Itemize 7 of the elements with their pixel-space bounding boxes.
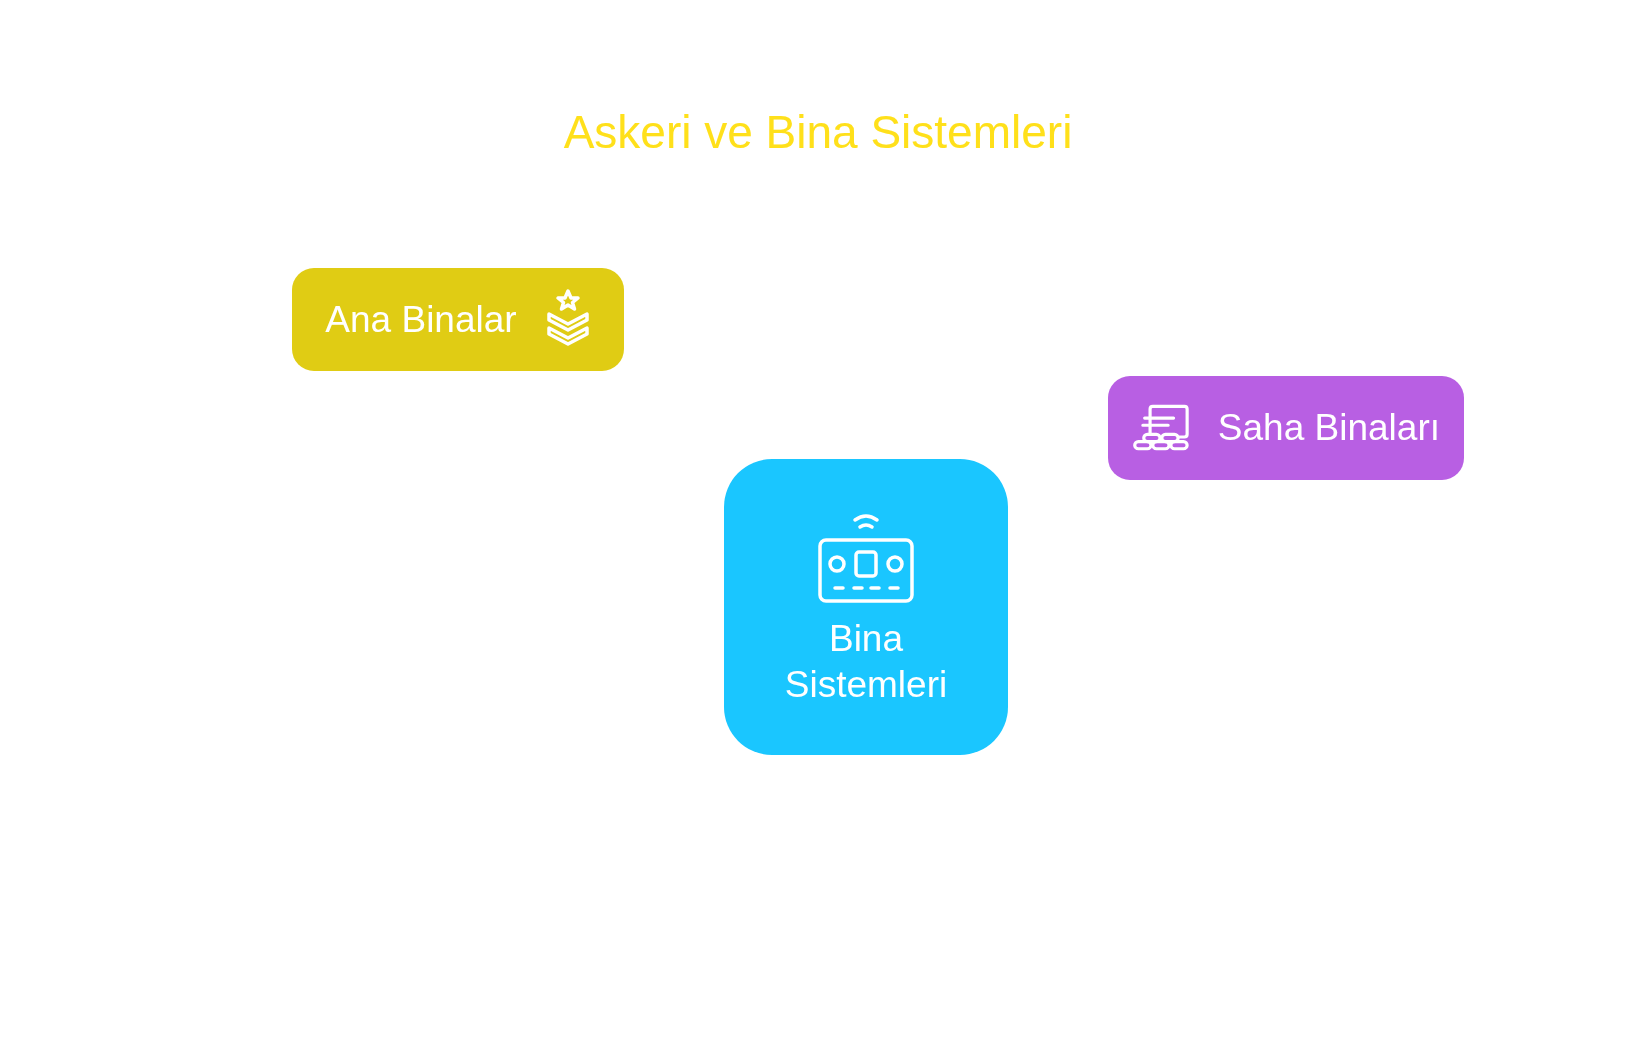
title: Askeri ve Bina Sistemleri (563, 105, 1073, 160)
category-box (1108, 376, 1464, 480)
node-label: Saha Binaları (1217, 406, 1440, 451)
category-box (292, 268, 624, 371)
category-box (724, 459, 1008, 755)
node-label: Ana Binalar (325, 297, 517, 342)
node-label: Bina Sistemleri (783, 616, 949, 707)
